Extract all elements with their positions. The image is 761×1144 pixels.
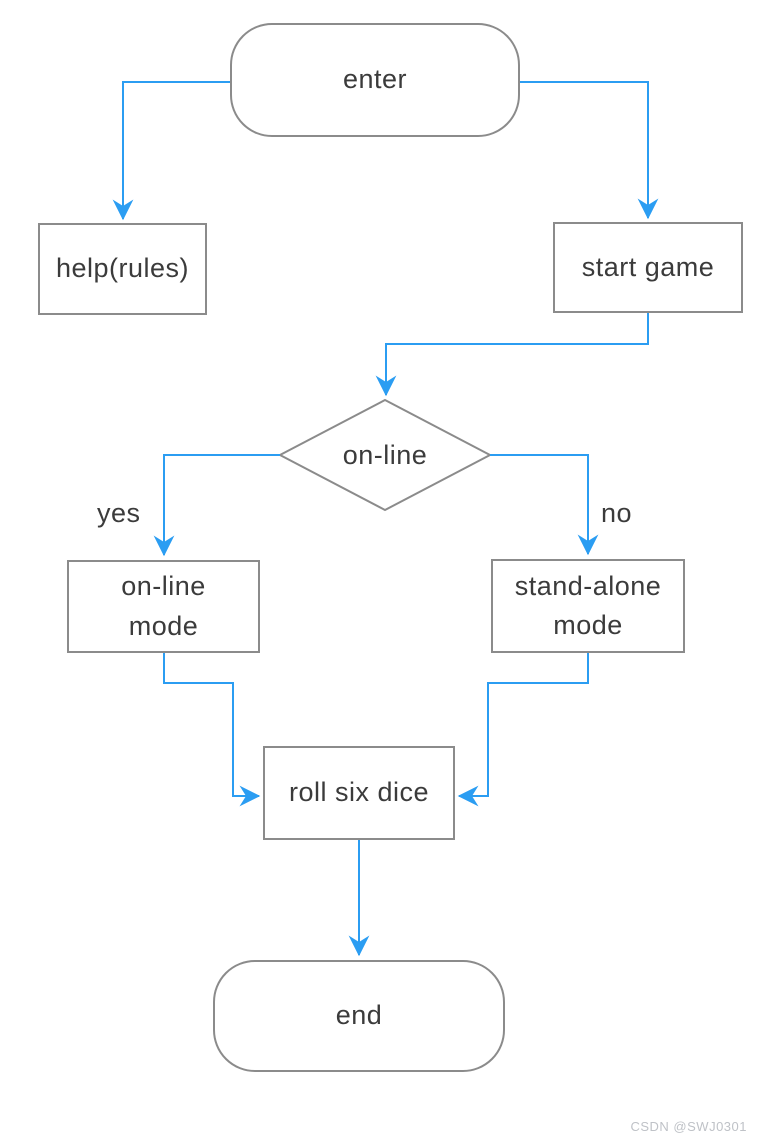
node-help-rules: help(rules) <box>38 223 207 315</box>
edge-decision-yes-to-online-mode <box>153 454 280 557</box>
node-enter: enter <box>230 23 520 137</box>
edge-standalone-mode-to-roll <box>457 653 589 807</box>
edge-enter-to-help <box>112 81 230 221</box>
edge-decision-no-to-standalone-mode <box>490 454 599 556</box>
edge-start-game-to-decision <box>375 313 649 397</box>
csdn-watermark: CSDN @SWJ0301 <box>630 1119 747 1134</box>
decision-diamond-shape <box>277 398 493 512</box>
node-online-decision: on-line <box>342 439 428 470</box>
node-roll-six-dice: roll six dice <box>263 746 455 840</box>
edge-online-mode-to-roll <box>163 653 261 807</box>
node-end: end <box>213 960 505 1072</box>
edge-enter-to-start-game <box>520 81 659 220</box>
node-start-game: start game <box>553 222 743 313</box>
edge-label-yes: yes <box>97 498 141 528</box>
edge-label-no: no <box>601 498 633 528</box>
node-online-mode: on-line mode <box>67 560 260 653</box>
node-standalone-mode: stand-alone mode <box>491 559 685 653</box>
